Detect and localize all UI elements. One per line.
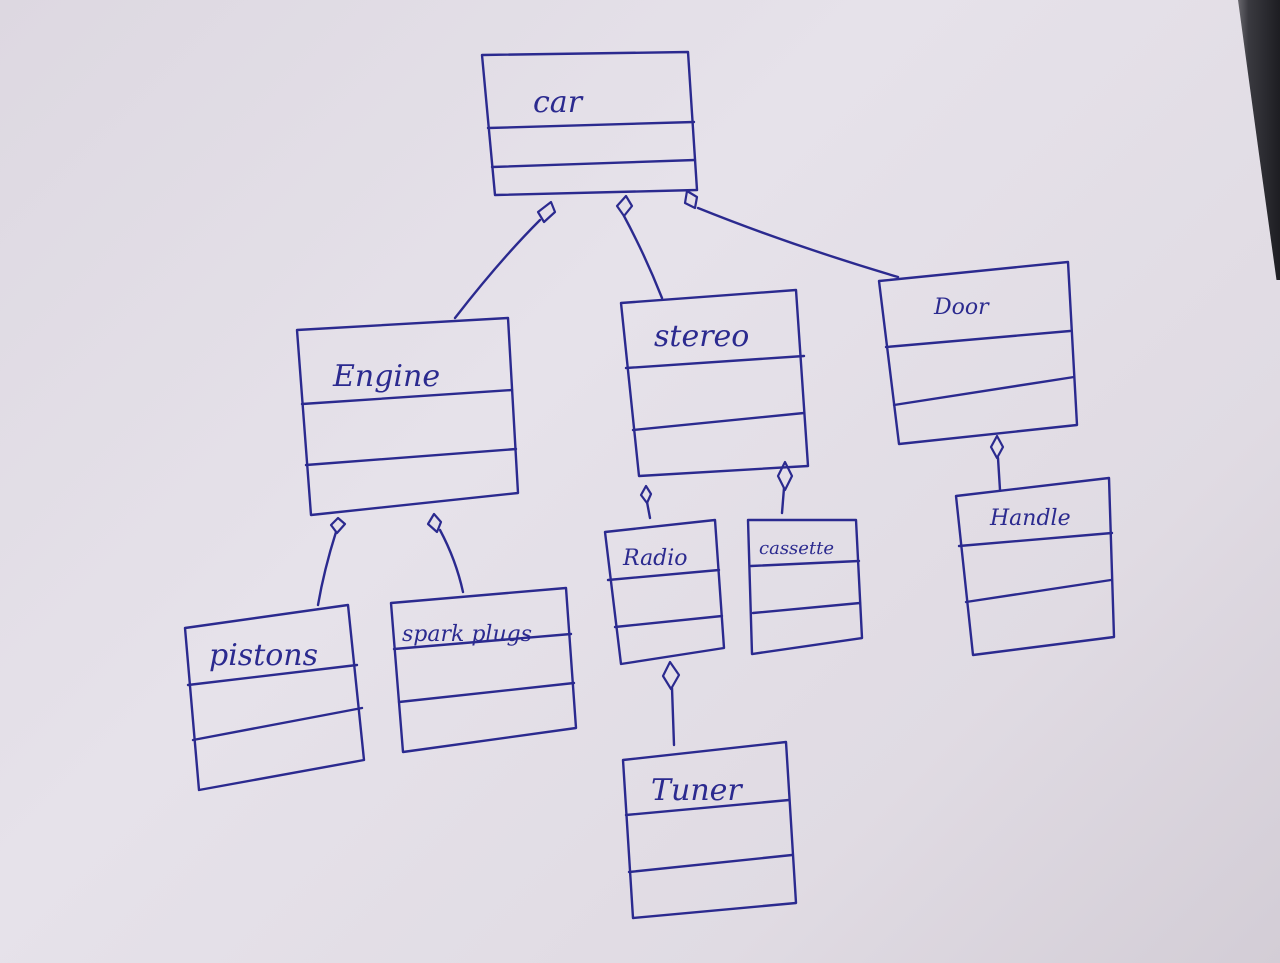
class-stereo-divider-1: [624, 354, 806, 370]
class-engine-divider-2: [304, 447, 518, 467]
class-pistons-name: pistons: [209, 638, 318, 673]
class-radio-divider-2: [613, 614, 724, 629]
class-sparkplugs-frame: [389, 586, 578, 754]
class-door-name: Door: [933, 295, 990, 320]
class-car-divider-2: [490, 158, 697, 169]
class-sparkplugs: spark plugs: [389, 586, 578, 754]
class-handle-divider-1: [957, 531, 1114, 548]
class-handle-frame: [954, 476, 1116, 657]
class-cassette-divider-1: [749, 559, 861, 568]
class-stereo-divider-2: [631, 411, 806, 432]
class-engine-name: Engine: [332, 359, 440, 394]
class-engine: Engine: [295, 316, 520, 517]
class-car-name: car: [533, 85, 584, 120]
edge-engine-sparkplugs: [438, 528, 465, 594]
edge-stereo-cassette: [780, 486, 786, 515]
class-car: car: [480, 50, 699, 197]
class-handle-name: Handle: [989, 506, 1071, 531]
class-tuner-divider-2: [627, 853, 794, 874]
class-cassette-name: cassette: [759, 538, 834, 559]
class-door: Door: [877, 260, 1079, 446]
class-sparkplugs-name: spark plugs: [402, 622, 532, 647]
class-tuner-divider-1: [624, 798, 791, 817]
edge-stereo-radio: [645, 500, 652, 520]
class-stereo-name: stereo: [654, 319, 749, 354]
class-cassette-frame: [746, 518, 864, 656]
edge-car-stereo: [622, 214, 664, 300]
edge-car-engine: [453, 218, 542, 320]
class-pistons-divider-2: [191, 706, 364, 742]
edge-engine-pistons: [316, 530, 338, 607]
class-tuner-name: Tuner: [651, 773, 743, 808]
class-door-divider-1: [884, 329, 1072, 349]
class-pistons-frame: [183, 603, 366, 792]
connectors: [316, 206, 1002, 747]
class-tuner: Tuner: [621, 740, 798, 920]
class-radio-divider-1: [606, 568, 721, 582]
class-cassette: cassette: [746, 518, 864, 656]
diamond-car-engine: [536, 200, 557, 224]
diamond-engine-sparkplugs: [426, 512, 443, 534]
diamond-radio-tuner: [661, 660, 681, 691]
aggregation-diamonds: [329, 189, 1005, 691]
class-tuner-frame: [621, 740, 798, 920]
class-stereo-frame: [619, 288, 810, 478]
class-pistons-divider-1: [186, 663, 359, 687]
diamond-car-stereo: [615, 194, 634, 218]
edge-door-handle: [996, 456, 1002, 492]
diamond-car-door: [683, 189, 699, 210]
class-car-divider-1: [486, 120, 696, 130]
class-car-frame: [480, 50, 699, 197]
class-radio: Radio: [603, 518, 726, 666]
class-sparkplugs-divider-1: [392, 632, 573, 651]
diamond-door-handle: [989, 434, 1005, 460]
edge-radio-tuner: [670, 686, 676, 747]
class-radio-name: Radio: [622, 546, 688, 571]
class-pistons: pistons: [183, 603, 366, 792]
diamond-engine-pistons: [329, 516, 347, 535]
class-stereo: stereo: [619, 288, 810, 478]
edge-car-door: [696, 206, 900, 279]
class-door-divider-2: [892, 375, 1076, 407]
class-engine-divider-1: [300, 388, 514, 406]
class-door-frame: [877, 260, 1079, 446]
class-handle: Handle: [954, 476, 1116, 657]
class-handle-divider-2: [964, 578, 1113, 604]
diamond-stereo-radio: [639, 484, 653, 505]
class-cassette-divider-2: [751, 601, 862, 615]
diamond-stereo-cassette: [776, 460, 794, 492]
class-sparkplugs-divider-2: [397, 681, 576, 704]
class-radio-frame: [603, 518, 726, 666]
class-engine-frame: [295, 316, 520, 517]
